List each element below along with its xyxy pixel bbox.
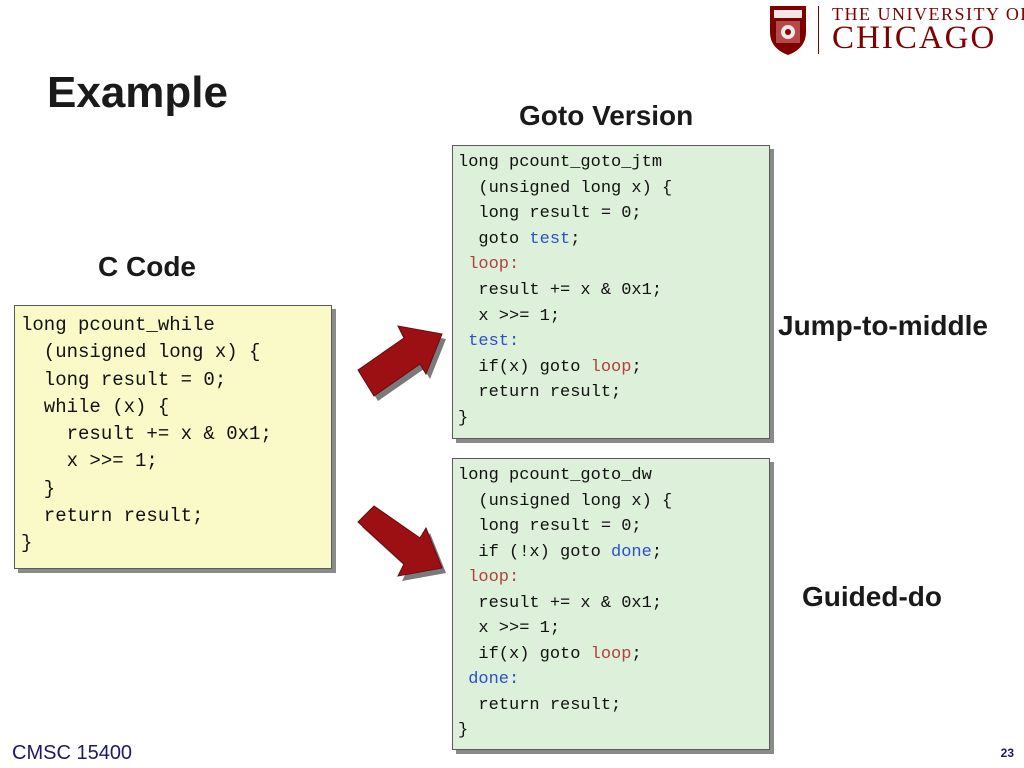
code-line: if(x) goto <box>458 357 591 377</box>
label-ref-test: test <box>529 229 571 249</box>
goto-dw-box: long pcount_goto_dw (unsigned long x) { … <box>452 458 770 750</box>
code-line: x >>= 1; <box>458 306 561 326</box>
code-line: return result; <box>21 505 204 528</box>
code-line: long result = 0; <box>458 517 642 536</box>
code-line: long pcount_goto_jtm <box>458 153 663 172</box>
code-line: long result = 0; <box>21 368 227 391</box>
label-done: done: <box>458 670 520 689</box>
university-logo: THE UNIVERSITY OF CHICAGO <box>766 2 1024 58</box>
arrow-down-right-icon <box>357 505 446 581</box>
code-line: x >>= 1; <box>21 450 158 473</box>
code-line: } <box>458 408 469 428</box>
code-punct: ; <box>570 229 581 249</box>
code-line: return result; <box>458 383 622 403</box>
code-line: (unsigned long x) { <box>21 341 261 364</box>
guided-do-label: Guided-do <box>802 581 942 612</box>
goto-version-label: Goto Version <box>519 100 694 131</box>
code-punct: ; <box>651 542 663 562</box>
code-line: result += x & 0x1; <box>21 423 272 446</box>
label-loop: loop: <box>458 568 520 587</box>
code-line: } <box>21 477 56 500</box>
label-loop: loop: <box>458 255 520 275</box>
goto-jtm-listing: long pcount_goto_jtm (unsigned long x) {… <box>453 146 769 432</box>
code-line: if(x) goto <box>458 644 591 664</box>
code-line: (unsigned long x) { <box>458 178 673 198</box>
code-line: long pcount_while <box>21 314 215 336</box>
goto-dw-listing: long pcount_goto_dw (unsigned long x) { … <box>453 459 769 744</box>
goto-jtm-box: long pcount_goto_jtm (unsigned long x) {… <box>452 145 770 439</box>
code-punct: ; <box>631 357 642 377</box>
slide-title: Example <box>47 68 228 117</box>
code-line: } <box>458 721 469 740</box>
code-line: goto <box>458 229 530 249</box>
code-line: long result = 0; <box>458 204 642 224</box>
code-punct: ; <box>631 644 642 664</box>
code-line: x >>= 1; <box>458 619 561 638</box>
c-code-label: C Code <box>98 251 196 282</box>
arrow-up-right-icon <box>357 325 446 401</box>
code-line: (unsigned long x) { <box>458 491 673 511</box>
label-ref-done: done <box>611 542 652 562</box>
code-line: long pcount_goto_dw <box>458 466 652 485</box>
label-test: test: <box>458 332 520 352</box>
logo-divider <box>818 6 819 54</box>
c-code-listing: long pcount_while (unsigned long x) { lo… <box>15 306 331 558</box>
logo-top-text: THE UNIVERSITY OF <box>832 4 1024 24</box>
code-line: result += x & 0x1; <box>458 593 663 613</box>
logo-main-text: CHICAGO <box>832 20 997 56</box>
code-line: while (x) { <box>21 395 170 418</box>
code-line: } <box>21 532 33 555</box>
course-footer: CMSC 15400 <box>12 742 133 764</box>
label-ref-loop: loop <box>590 357 632 377</box>
shield-icon <box>770 6 806 55</box>
page-number: 23 <box>1000 746 1014 760</box>
label-ref-loop: loop <box>590 644 632 664</box>
jump-to-middle-label: Jump-to-middle <box>778 310 988 341</box>
code-line: return result; <box>458 695 622 715</box>
c-code-box: long pcount_while (unsigned long x) { lo… <box>14 305 332 569</box>
code-line: if (!x) goto <box>458 542 612 562</box>
code-line: result += x & 0x1; <box>458 280 663 300</box>
